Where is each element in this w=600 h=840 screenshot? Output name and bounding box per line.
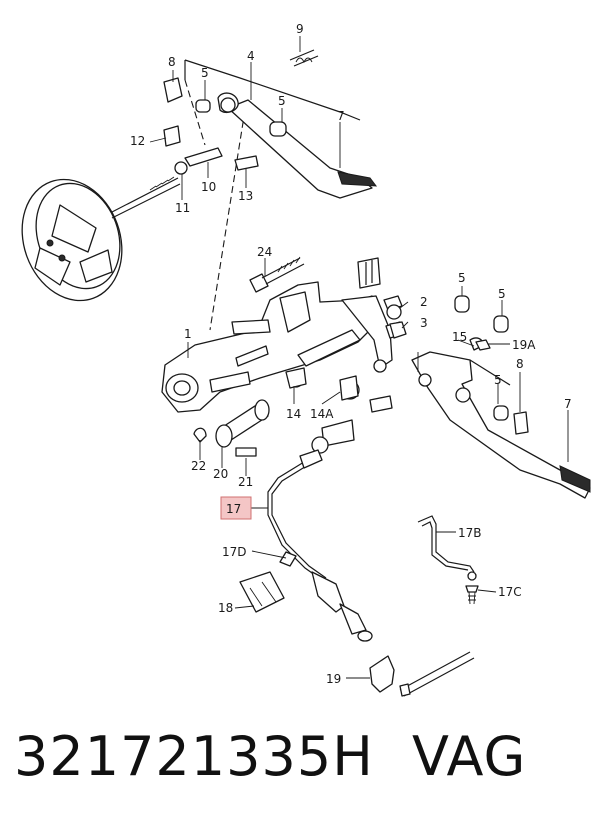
label-17b: 17B	[458, 526, 482, 540]
leader-lines	[149, 36, 569, 679]
bolt	[249, 256, 305, 293]
label-2: 2	[420, 295, 428, 309]
highlight-box	[220, 496, 252, 520]
clutch-cable	[267, 449, 373, 642]
label-17: 17	[226, 502, 241, 516]
cable-clip	[239, 571, 285, 613]
label-19: 19	[326, 672, 341, 686]
label-1: 1	[184, 327, 192, 341]
label-22: 22	[191, 459, 206, 473]
label-12: 12	[130, 134, 145, 148]
brand-name: VAG	[412, 725, 527, 788]
label-5: 5	[201, 66, 209, 80]
label-21: 21	[238, 475, 253, 489]
label-7: 7	[337, 109, 345, 123]
clutch-actuator	[193, 399, 355, 457]
cable-support-bracket	[417, 515, 477, 581]
label-5: 5	[458, 271, 466, 285]
pedal-bracket-housing	[161, 257, 393, 413]
label-5: 5	[498, 287, 506, 301]
label-5: 5	[494, 373, 502, 387]
label-9: 9	[296, 22, 304, 36]
screw	[465, 585, 479, 605]
clutch-pedal	[383, 295, 591, 499]
label-17c: 17C	[498, 585, 522, 599]
label-8: 8	[516, 357, 524, 371]
label-19a: 19A	[512, 338, 536, 352]
label-24: 24	[257, 245, 272, 259]
part-number: 321721335H	[14, 725, 374, 788]
brake-booster	[21, 176, 181, 302]
label-14a: 14A	[310, 407, 334, 421]
label-20: 20	[213, 467, 228, 481]
label-17d: 17D	[222, 545, 247, 559]
label-15: 15	[452, 330, 467, 344]
label-3: 3	[420, 316, 428, 330]
part-labels: 9 4 8 5 5 7 12 10 11 13 24 1 2 3 5 5 15 …	[130, 22, 572, 686]
label-5: 5	[278, 94, 286, 108]
exploded-parts-diagram: 9 4 8 5 5 7 12 10 11 13 24 1 2 3 5 5 15 …	[21, 22, 591, 697]
label-8: 8	[168, 55, 176, 69]
label-10: 10	[201, 180, 216, 194]
cable-bracket	[369, 651, 475, 697]
small-parts	[285, 304, 491, 401]
label-7: 7	[564, 397, 572, 411]
upper-pedal-bracket	[163, 49, 378, 331]
label-13: 13	[238, 189, 253, 203]
label-14: 14	[286, 407, 301, 421]
label-4: 4	[247, 49, 255, 63]
label-11: 11	[175, 201, 190, 215]
label-18: 18	[218, 601, 233, 615]
footer: 321721335H VAG	[0, 725, 600, 825]
